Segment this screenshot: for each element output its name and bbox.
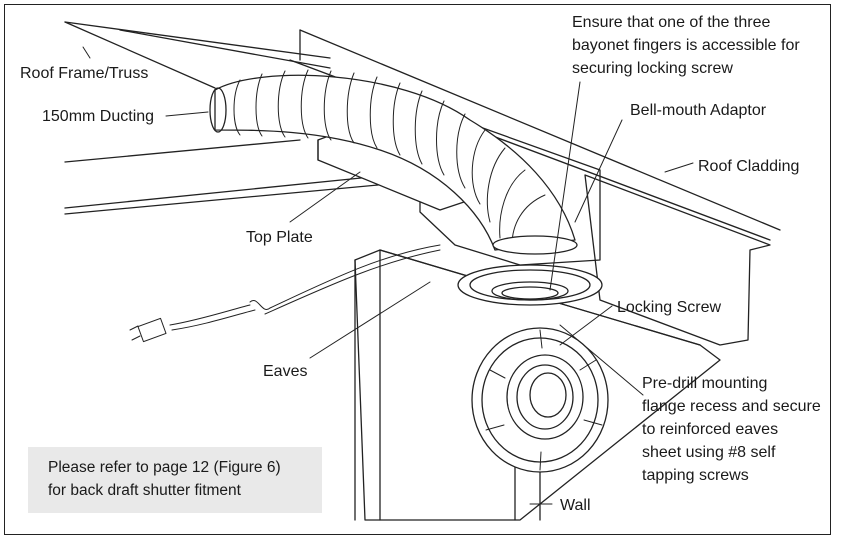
label-predrill-line3: to reinforced eaves [642, 421, 779, 438]
label-predrill-line1: Pre-drill mounting [642, 375, 768, 392]
leader-lines [82, 46, 694, 505]
label-roof-frame: Roof Frame/Truss [20, 65, 149, 82]
power-cord [129, 244, 441, 343]
label-predrill-line2: flange recess and secure [642, 398, 821, 415]
label-predrill-line5: tapping screws [642, 467, 749, 484]
label-bayonet-line2: bayonet fingers is accessible for [572, 37, 800, 54]
bell-mouth-flange [457, 264, 603, 306]
reference-note: Please refer to page 12 (Figure 6) for b… [28, 447, 322, 513]
label-wall: Wall [560, 497, 591, 514]
note-line2: for back draft shutter fitment [48, 482, 241, 499]
label-ducting: 150mm Ducting [42, 108, 155, 125]
label-roof-cladding: Roof Cladding [698, 158, 800, 175]
label-top-plate: Top Plate [246, 229, 313, 246]
roof-frame-lines [64, 21, 781, 241]
label-eaves: Eaves [263, 363, 308, 380]
label-predrill-line4: sheet using #8 self [642, 444, 776, 461]
label-bayonet-line1: Ensure that one of the three [572, 14, 771, 31]
label-bayonet-line3: securing locking screw [572, 60, 733, 77]
label-bell-mouth: Bell-mouth Adaptor [630, 102, 767, 119]
label-locking-screw: Locking Screw [617, 299, 722, 316]
note-line1: Please refer to page 12 (Figure 6) [48, 459, 281, 476]
fan-unit [471, 327, 609, 473]
